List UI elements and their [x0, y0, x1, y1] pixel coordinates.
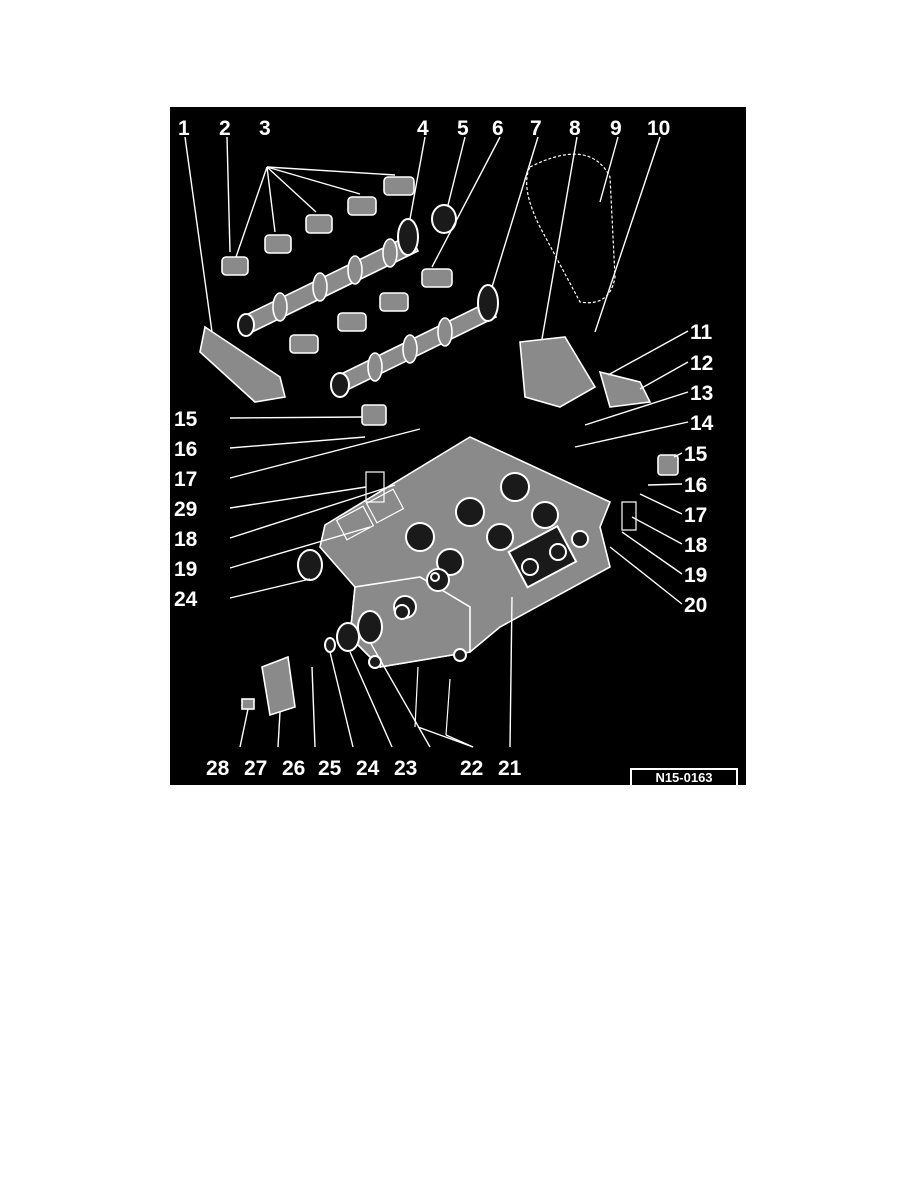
bolt-22a [414, 666, 419, 728]
callout-label: 4 [417, 117, 429, 140]
bolt-28 [241, 698, 255, 710]
callout-label: 27 [244, 757, 267, 780]
bolt-22b [445, 678, 451, 736]
leader-lines [184, 136, 689, 748]
callout-label: 6 [492, 117, 504, 140]
callout-label: 16 [684, 474, 707, 497]
callout-label: 25 [318, 757, 342, 780]
callout-label: 15 [684, 443, 708, 466]
cylinder-head-exploded-view: 1 2 3 4 5 6 7 8 9 10 11 12 13 14 15 16 1… [174, 117, 714, 780]
cover-strip [199, 325, 286, 403]
callout-label: 24 [174, 588, 198, 611]
callout-label: 2 [219, 117, 231, 140]
callout-label: 12 [690, 352, 713, 375]
callouts-bottom: 28 27 26 25 24 23 22 21 [206, 757, 522, 780]
oil-seal-small [336, 622, 360, 652]
callout-label: 24 [356, 757, 380, 780]
callout-label: 17 [684, 504, 707, 527]
camshaft-lower [330, 284, 499, 398]
bearing-caps-lower [289, 268, 453, 354]
callout-label: 1 [178, 117, 190, 140]
callout-label: 19 [174, 558, 197, 581]
bearing-caps-upper [221, 176, 415, 276]
callout-label: 13 [690, 382, 713, 405]
callout-label: 22 [460, 757, 483, 780]
callout-label: 18 [174, 528, 198, 551]
callout-label: 19 [684, 564, 707, 587]
valve-spring-right [621, 501, 637, 531]
seal-washer [324, 637, 336, 653]
callout-label: 16 [174, 438, 197, 461]
seal-ring [431, 204, 457, 234]
callout-label: 20 [684, 594, 707, 617]
callout-label: 5 [457, 117, 469, 140]
callouts-left: 15 16 17 29 18 19 24 [174, 408, 198, 611]
callout-label: 9 [610, 117, 622, 140]
callouts-top: 1 2 3 4 5 6 7 8 9 10 [178, 117, 670, 140]
bucket-tappet-left [361, 404, 387, 426]
callout-label: 7 [530, 117, 542, 140]
callout-label: 18 [684, 534, 708, 557]
callouts-right: 11 12 13 14 15 16 17 18 19 20 [684, 321, 714, 617]
callout-label: 21 [498, 757, 522, 780]
callout-label: 15 [174, 408, 198, 431]
solenoid-valve [598, 370, 652, 408]
oil-seal-front [357, 610, 383, 644]
callout-label: 17 [174, 468, 197, 491]
callout-label: 14 [690, 412, 714, 435]
oil-seal-left [297, 549, 323, 581]
callout-label: 8 [569, 117, 581, 140]
cylinder-head-body [319, 436, 612, 669]
bracket [261, 655, 296, 717]
callout-label: 26 [282, 757, 305, 780]
callout-label: 23 [394, 757, 417, 780]
callout-label: 10 [647, 117, 670, 140]
bucket-tappet-right [657, 454, 679, 476]
exploded-diagram-panel: 1 2 3 4 5 6 7 8 9 10 11 12 13 14 15 16 1… [170, 107, 746, 787]
camshaft-upper [237, 218, 420, 337]
callout-label: 3 [259, 117, 271, 140]
callout-label: 28 [206, 757, 230, 780]
chain-tensioner [519, 336, 597, 408]
reference-code-label: N15-0163 [630, 768, 738, 787]
callout-label: 11 [690, 321, 713, 344]
callout-label: 29 [174, 498, 197, 521]
